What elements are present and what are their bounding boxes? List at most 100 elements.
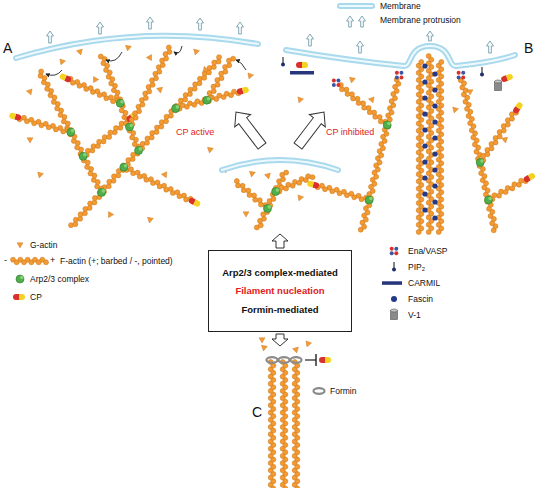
g-actin (157, 87, 164, 93)
arp23-complex (480, 159, 484, 163)
membrane (286, 46, 515, 66)
pip2-lipid (480, 73, 484, 77)
addition-arrow (174, 46, 182, 53)
fascin (422, 175, 427, 180)
arp23-complex (272, 188, 280, 196)
protrusion-arrow (237, 22, 244, 34)
arp23-complex (383, 121, 391, 129)
actin-filament (284, 170, 289, 175)
actin-filament (102, 92, 107, 97)
v1-protein (495, 80, 502, 91)
actin-filament (234, 179, 239, 184)
arp23-complex (102, 189, 106, 193)
arp23-complex (264, 204, 272, 212)
actin-filament (215, 82, 220, 87)
actin-filament (271, 196, 276, 201)
membrane (222, 160, 338, 170)
fascin (432, 215, 437, 220)
fascin (432, 167, 437, 172)
membrane (222, 160, 338, 170)
actin-filament (419, 60, 424, 65)
inhibition-mark (305, 359, 316, 360)
membrane (222, 160, 338, 170)
legend-label: Ena/VASP (408, 246, 448, 256)
actin-filament (85, 164, 90, 169)
actin-filament (358, 77, 401, 232)
arp23-complex (120, 163, 128, 171)
capping-protein (13, 294, 25, 300)
fascin (432, 135, 437, 140)
capping-protein (500, 73, 513, 83)
arp23-complex (484, 196, 492, 204)
actin-filament (426, 54, 431, 59)
box-text: Arp2/3 complex-mediated (222, 267, 338, 278)
process-arrow (290, 106, 332, 152)
box-text: Filament nucleation (235, 285, 324, 296)
actin-filament (258, 223, 263, 228)
protrusion-arrow (47, 31, 54, 43)
actin-filament (58, 112, 63, 117)
arp23-complex (387, 122, 391, 126)
panel-letter: B (524, 40, 533, 57)
arp23-complex (67, 128, 75, 136)
actin-filament (157, 69, 162, 74)
formin-ring (279, 357, 290, 363)
actin-filament (122, 164, 193, 202)
panel-letter: A (3, 40, 12, 57)
carmil (382, 281, 402, 285)
actin-filament (80, 116, 130, 157)
pip2-lipid (282, 57, 283, 63)
ena-vasp (394, 251, 398, 255)
g-actin (106, 212, 114, 220)
arp23-complex (126, 123, 134, 131)
actin-filament (207, 95, 212, 100)
formin-ring (267, 357, 278, 363)
actin-filament (167, 49, 172, 54)
legend-samples (11, 6, 403, 394)
pip2-lipid (392, 268, 396, 272)
g-actin (249, 171, 256, 177)
legend-label: Fascin (408, 294, 433, 304)
fascin (432, 151, 437, 156)
actin-filament (137, 109, 142, 114)
arp23-complex (172, 104, 180, 112)
state-label: CP active (176, 127, 214, 138)
fascin (422, 159, 427, 164)
actin-filament (492, 193, 497, 198)
g-actin (17, 243, 23, 248)
actin-filament (338, 82, 389, 128)
capping-protein (528, 172, 536, 180)
membrane (16, 36, 258, 58)
actin-filament (95, 89, 100, 94)
actin-filament (223, 69, 228, 74)
ena-vasp (395, 75, 399, 79)
addition-arrow (106, 52, 122, 61)
g-actin (368, 97, 375, 104)
g-actin (146, 55, 154, 63)
capping-protein (193, 200, 201, 208)
formin-ring (314, 388, 325, 394)
addition-arrow (46, 70, 62, 75)
arp23-complex (124, 164, 128, 168)
protrusion-arrow (347, 16, 354, 27)
capping-protein (236, 86, 249, 95)
capping-protein (325, 357, 331, 363)
ena-vasp (457, 75, 461, 79)
initial-network (222, 160, 338, 230)
actin-filament (140, 102, 145, 107)
protrusion-arrow (307, 34, 314, 46)
actin-filament (98, 54, 141, 153)
actin-filament (166, 45, 171, 50)
protrusion-arrow (147, 17, 154, 29)
fascin (422, 79, 427, 84)
capping-protein (512, 101, 524, 114)
actin-filament (164, 56, 169, 61)
actin-filament (75, 79, 80, 84)
capping-protein (296, 62, 308, 68)
addition-arrow (46, 70, 62, 75)
actin-filament (219, 76, 224, 81)
arp23-complex (67, 128, 75, 136)
actin-filament (477, 110, 519, 164)
actin-filament (143, 95, 148, 100)
